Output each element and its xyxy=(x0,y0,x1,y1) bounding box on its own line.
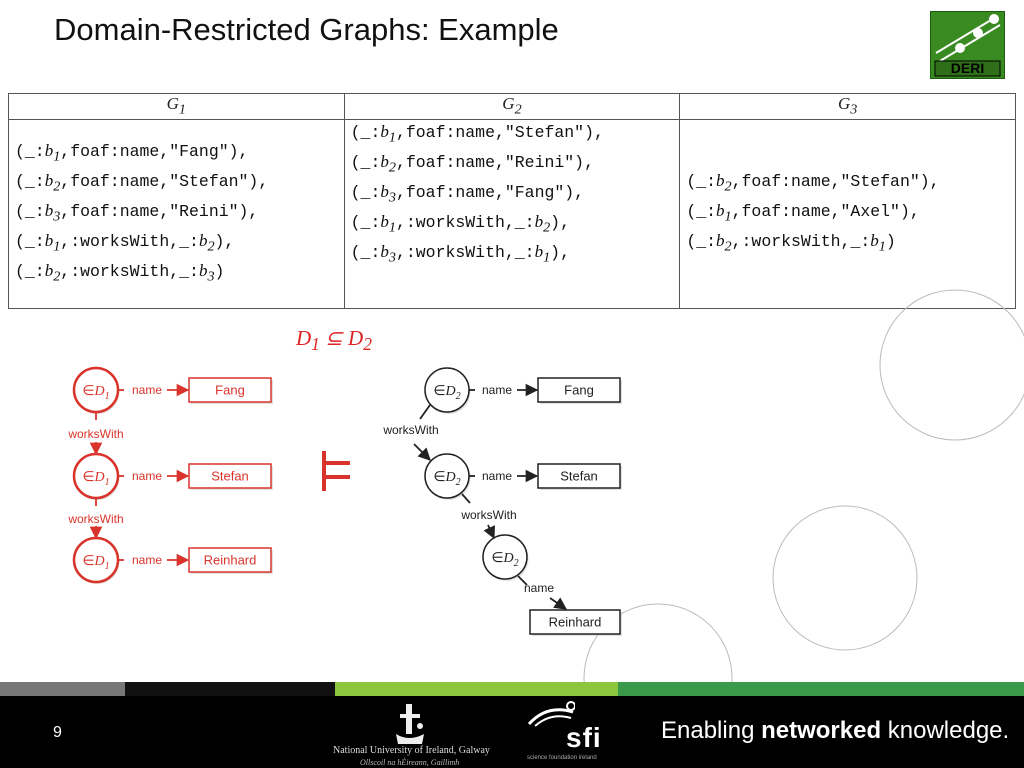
literal-text: Stefan xyxy=(211,469,249,484)
blank-node: b2 xyxy=(716,171,732,195)
edge-label: name xyxy=(482,383,512,397)
entails-line xyxy=(326,475,350,479)
edge-line xyxy=(419,404,431,420)
edge-label: name xyxy=(132,383,162,397)
blank-node: b3 xyxy=(380,181,396,206)
triple: (_:b3,foaf:name,"Reini"), xyxy=(15,201,259,225)
literal-box xyxy=(188,463,272,489)
blank-node: b1 xyxy=(380,211,396,236)
blank-node: b2 xyxy=(716,230,732,255)
blank-node: b3 xyxy=(198,260,215,285)
header-g3: G3 xyxy=(679,93,1016,120)
literal-text: Reinhard xyxy=(204,553,257,568)
edge-arrow xyxy=(483,524,495,540)
literal-text: Stefan xyxy=(560,469,598,484)
triple: (_:b1,:worksWith,_:b2), xyxy=(350,211,570,236)
page-number: 9 xyxy=(53,724,62,741)
blank-node: b2 xyxy=(380,151,396,176)
literal-text: Fang xyxy=(564,383,594,398)
literal-box xyxy=(188,547,272,573)
entails-bar xyxy=(322,451,326,491)
university-name: National University of Ireland, Galway xyxy=(333,745,490,756)
slogan-post: knowledge. xyxy=(881,717,1010,744)
blank-node: b1 xyxy=(44,141,61,165)
blank-node: b1 xyxy=(716,201,732,225)
cell-g2: (_:b1,foaf:name,"Stefan"), (_:b2,foaf:nam… xyxy=(343,119,681,309)
triple: (_:b2,foaf:name,"Stefan"), xyxy=(686,171,940,195)
node-label: ∈D1 xyxy=(82,470,109,488)
blank-node: b1 xyxy=(380,122,396,146)
blank-node: b1 xyxy=(534,241,551,265)
graphs-table: G1 G2 G3 (_:b1,foaf:name,"Fang"),(_:b2,f… xyxy=(8,93,1016,309)
edge-label: name xyxy=(132,469,162,483)
triple: (_:b3,foaf:name,"Fang"), xyxy=(350,181,585,206)
blank-node: b1 xyxy=(44,230,61,255)
literal-text: Reinhard xyxy=(549,615,602,630)
cell-g1: (_:b1,foaf:name,"Fang"), (_:b2,foaf:name,… xyxy=(8,119,345,309)
triple: (_:b2,foaf:name,"Reini"), xyxy=(350,151,594,176)
sfi-subtitle: science foundation ireland xyxy=(527,755,597,761)
edge-label: worksWith xyxy=(460,508,516,522)
edge-label: name xyxy=(524,581,554,595)
triple: (_:b3,:worksWith,_:b1), xyxy=(350,241,570,265)
edge-arrow xyxy=(549,597,568,610)
edge-label: worksWith xyxy=(67,427,123,441)
blank-node: b3 xyxy=(44,201,61,225)
entails-line xyxy=(326,461,350,465)
edge-line xyxy=(517,575,528,586)
blank-node: b3 xyxy=(380,241,396,265)
literal-box xyxy=(537,463,621,489)
decorative-circle xyxy=(772,505,918,651)
triple: (_:b1,foaf:name,"Fang"), xyxy=(15,141,249,165)
literal-box xyxy=(529,609,621,635)
slogan-pre: Enabling xyxy=(661,717,762,744)
triple: (_:b2,foaf:name,"Stefan"), xyxy=(15,171,269,195)
deri-logo: DERI xyxy=(930,11,1005,79)
literal-text: Fang xyxy=(215,383,245,398)
decorative-circle xyxy=(879,289,1024,441)
triple: (_:b2,:worksWith,_:b3) xyxy=(15,260,225,285)
subset-label: D1 ⊆ D2 xyxy=(296,326,372,355)
node-label: ∈D2 xyxy=(433,470,460,488)
triple: (_:b2,:worksWith,_:b1) xyxy=(686,230,896,255)
literal-box xyxy=(537,377,621,403)
blank-node: b1 xyxy=(870,230,886,255)
logo-text: DERI xyxy=(951,60,984,76)
edge-label: worksWith xyxy=(382,423,438,437)
slide-title: Domain-Restricted Graphs: Example xyxy=(54,12,559,47)
blank-node: b2 xyxy=(534,211,551,236)
edge-label: name xyxy=(132,553,162,567)
footer xyxy=(0,696,1024,768)
edge-line xyxy=(461,493,471,504)
node-label: ∈D2 xyxy=(491,551,518,569)
triple: (_:b1,foaf:name,"Stefan"), xyxy=(350,122,604,146)
edge-label: worksWith xyxy=(67,512,123,526)
triple: (_:b1,:worksWith,_:b2), xyxy=(15,230,235,255)
header-g1: G1 xyxy=(8,93,345,120)
footer-color-bar xyxy=(0,682,1024,696)
nui-galway-crest-icon xyxy=(396,704,424,744)
slogan: Enabling networked knowledge. xyxy=(661,717,1009,745)
sfi-swoosh-icon xyxy=(527,701,575,727)
blank-node: b2 xyxy=(44,171,61,195)
node-label: ∈D2 xyxy=(433,384,460,402)
blank-node: b2 xyxy=(44,260,61,285)
university-irish-name: Ollscoil na hÉireann, Gaillimh xyxy=(360,758,460,767)
node-label: ∈D1 xyxy=(82,554,109,572)
cell-g3: (_:b2,foaf:name,"Stefan"), (_:b1,foaf:nam… xyxy=(679,119,1016,309)
edge-arrow xyxy=(413,443,431,461)
sfi-wordmark: sfi xyxy=(566,722,602,753)
node-label: ∈D1 xyxy=(82,384,109,402)
slogan-bold: networked xyxy=(761,717,882,744)
edge-label: name xyxy=(482,469,512,483)
triple: (_:b1,foaf:name,"Axel"), xyxy=(686,201,920,225)
node-circle xyxy=(482,534,528,580)
blank-node: b2 xyxy=(198,230,215,255)
literal-box xyxy=(188,377,272,403)
